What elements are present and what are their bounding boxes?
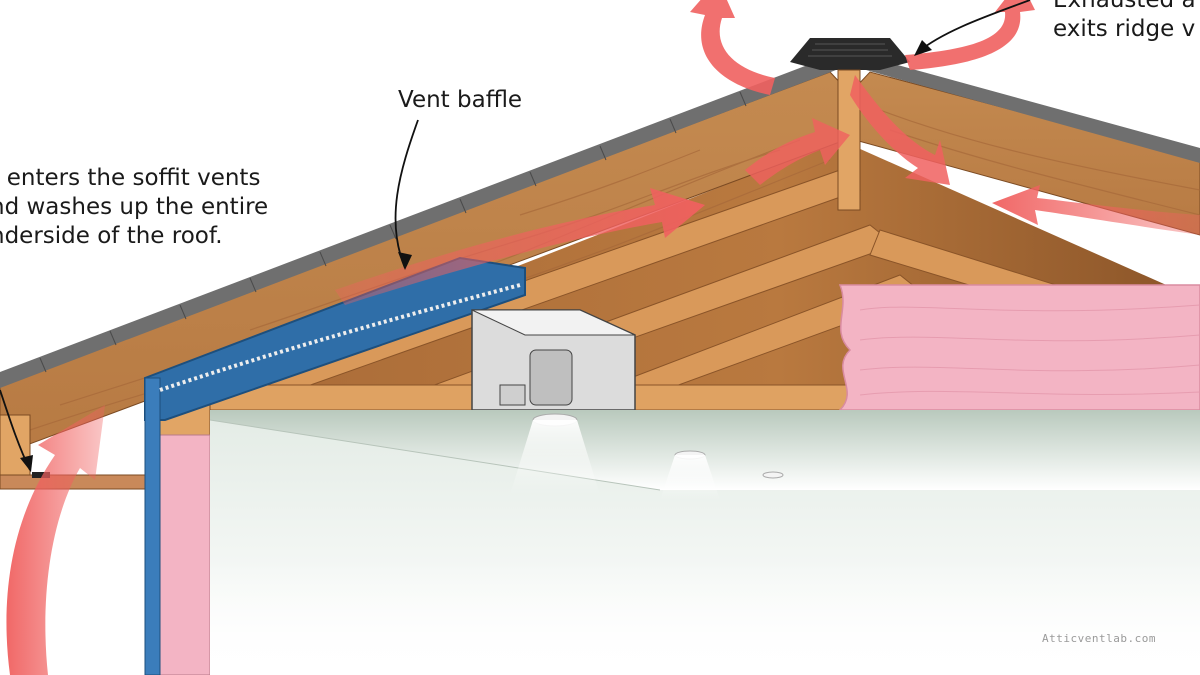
junction-box (499, 384, 526, 406)
fascia (0, 414, 31, 476)
baffle-wall-section (144, 377, 161, 675)
airflow-arrow-upper-left (745, 118, 850, 185)
airflow-arrow-along-roof (335, 188, 705, 305)
soffit-vent (32, 472, 50, 478)
airflow-arrow-ridge-inner (850, 75, 950, 185)
baffle-edge-insulation (159, 283, 521, 392)
insulation-texture (859, 304, 1200, 396)
leader-ridge-arrowhead (914, 40, 932, 56)
soffit-label-line-3: nderside of the roof. (0, 223, 223, 249)
soffit-label-line-2: nd washes up the entire (0, 194, 269, 220)
light-housing-top (471, 309, 636, 336)
airflow-arrow-soffit-intake (6, 405, 105, 675)
ridge-exhaust-label: Exhausted a exits ridge v (1053, 0, 1196, 44)
leader-vent-baffle (394, 119, 419, 269)
soffit-label-line-1: r enters the soffit vents (0, 165, 261, 191)
ceiling (210, 410, 1200, 490)
insulation-batt (838, 284, 1200, 411)
shingles-right (866, 58, 1200, 163)
ridge-label-line-2: exits ridge v (1053, 16, 1196, 42)
airflow-arrow-right-side (992, 185, 1200, 235)
shingles-left (0, 58, 836, 388)
watermark-text: Atticventlab.com (1042, 632, 1156, 645)
shingle-courses-left (39, 91, 747, 373)
airflow-arrow-exhaust-right (905, 0, 1035, 70)
leader-ridge (917, 0, 1031, 53)
vent-baffle-label: Vent baffle (398, 87, 523, 113)
ridge-label-line-1: Exhausted a (1053, 0, 1196, 13)
ridge-vent-slats (808, 43, 892, 57)
ridge-vent (790, 38, 910, 70)
leader-vent-baffle-arrowhead (398, 252, 412, 270)
soffit-airflow-label: r enters the soffit vents nd washes up t… (0, 164, 268, 251)
airflow-arrow-exhaust-left (690, 0, 775, 95)
recessed-lights (510, 413, 784, 500)
airflow-arrows (6, 0, 1200, 675)
bottom-fade (210, 560, 1200, 675)
light-fixture (529, 349, 573, 406)
leader-soffit-arrowhead (20, 455, 33, 472)
